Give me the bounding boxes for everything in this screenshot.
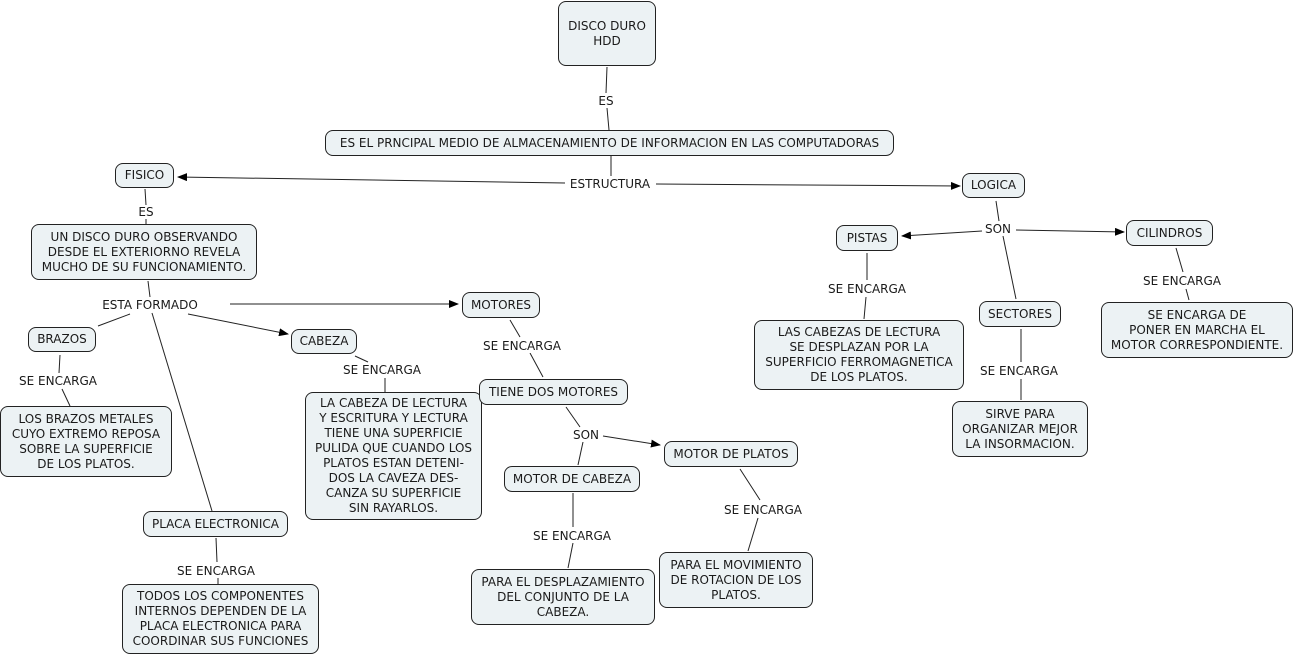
concept-disco-duro-hdd[interactable]: DISCO DURO HDD [558,1,656,66]
link-esta-formado: ESTA FORMADO [100,298,200,312]
concept-motor-de-cabeza[interactable]: MOTOR DE CABEZA [504,466,640,492]
concept-brazos-desc[interactable]: LOS BRAZOS METALES CUYO EXTREMO REPOSA S… [0,406,172,477]
link-se-encarga-pistas: SE ENCARGA [825,282,909,296]
concept-cilindros-desc[interactable]: SE ENCARGA DE PONER EN MARCHA EL MOTOR C… [1101,302,1293,358]
link-se-encarga-sectores: SE ENCARGA [977,364,1061,378]
concept-fisico[interactable]: FISICO [115,163,174,188]
concept-motor-de-platos[interactable]: MOTOR DE PLATOS [664,441,798,467]
link-se-encarga-cilindros: SE ENCARGA [1140,274,1224,288]
concept-pistas-desc[interactable]: LAS CABEZAS DE LECTURA SE DESPLAZAN POR … [754,320,964,390]
link-se-encarga-cabeza: SE ENCARGA [340,363,424,377]
concept-motor-cabeza-desc[interactable]: PARA EL DESPLAZAMIENTO DEL CONJUNTO DE L… [471,569,655,625]
concept-cabeza[interactable]: CABEZA [291,329,357,354]
concept-tiene-dos-motores[interactable]: TIENE DOS MOTORES [479,379,628,405]
link-es: ES [596,94,616,108]
concept-pistas[interactable]: PISTAS [836,225,898,251]
concept-brazos[interactable]: BRAZOS [28,327,96,352]
concept-placa-desc[interactable]: TODOS LOS COMPONENTES INTERNOS DEPENDEN … [122,584,319,654]
concept-motor-platos-desc[interactable]: PARA EL MOVIMIENTO DE ROTACION DE LOS PL… [659,552,813,608]
concept-placa-electronica[interactable]: PLACA ELECTRONICA [143,511,288,537]
concept-definicion[interactable]: ES EL PRNCIPAL MEDIO DE ALMACENAMIENTO D… [325,130,894,156]
concept-motores[interactable]: MOTORES [462,292,540,318]
link-se-encarga-motores: SE ENCARGA [480,339,564,353]
link-es-fisico: ES [136,205,156,219]
link-se-encarga-motor-platos: SE ENCARGA [721,503,805,517]
concept-cabeza-desc[interactable]: LA CABEZA DE LECTURA Y ESCRITURA Y LECTU… [305,392,482,520]
concept-logica[interactable]: LOGICA [962,173,1025,198]
link-son-logica: SON [982,222,1014,236]
link-se-encarga-motor-cabeza: SE ENCARGA [530,529,614,543]
link-son-motores: SON [570,428,602,442]
link-estructura: ESTRUCTURA [567,177,653,191]
concept-cilindros[interactable]: CILINDROS [1126,220,1213,246]
concept-exterior[interactable]: UN DISCO DURO OBSERVANDO DESDE EL EXTERI… [31,224,257,280]
concept-sectores-desc[interactable]: SIRVE PARA ORGANIZAR MEJOR LA INSORMACIO… [952,401,1088,457]
link-se-encarga-brazos: SE ENCARGA [16,374,100,388]
concept-sectores[interactable]: SECTORES [979,301,1061,327]
link-se-encarga-placa: SE ENCARGA [174,564,258,578]
